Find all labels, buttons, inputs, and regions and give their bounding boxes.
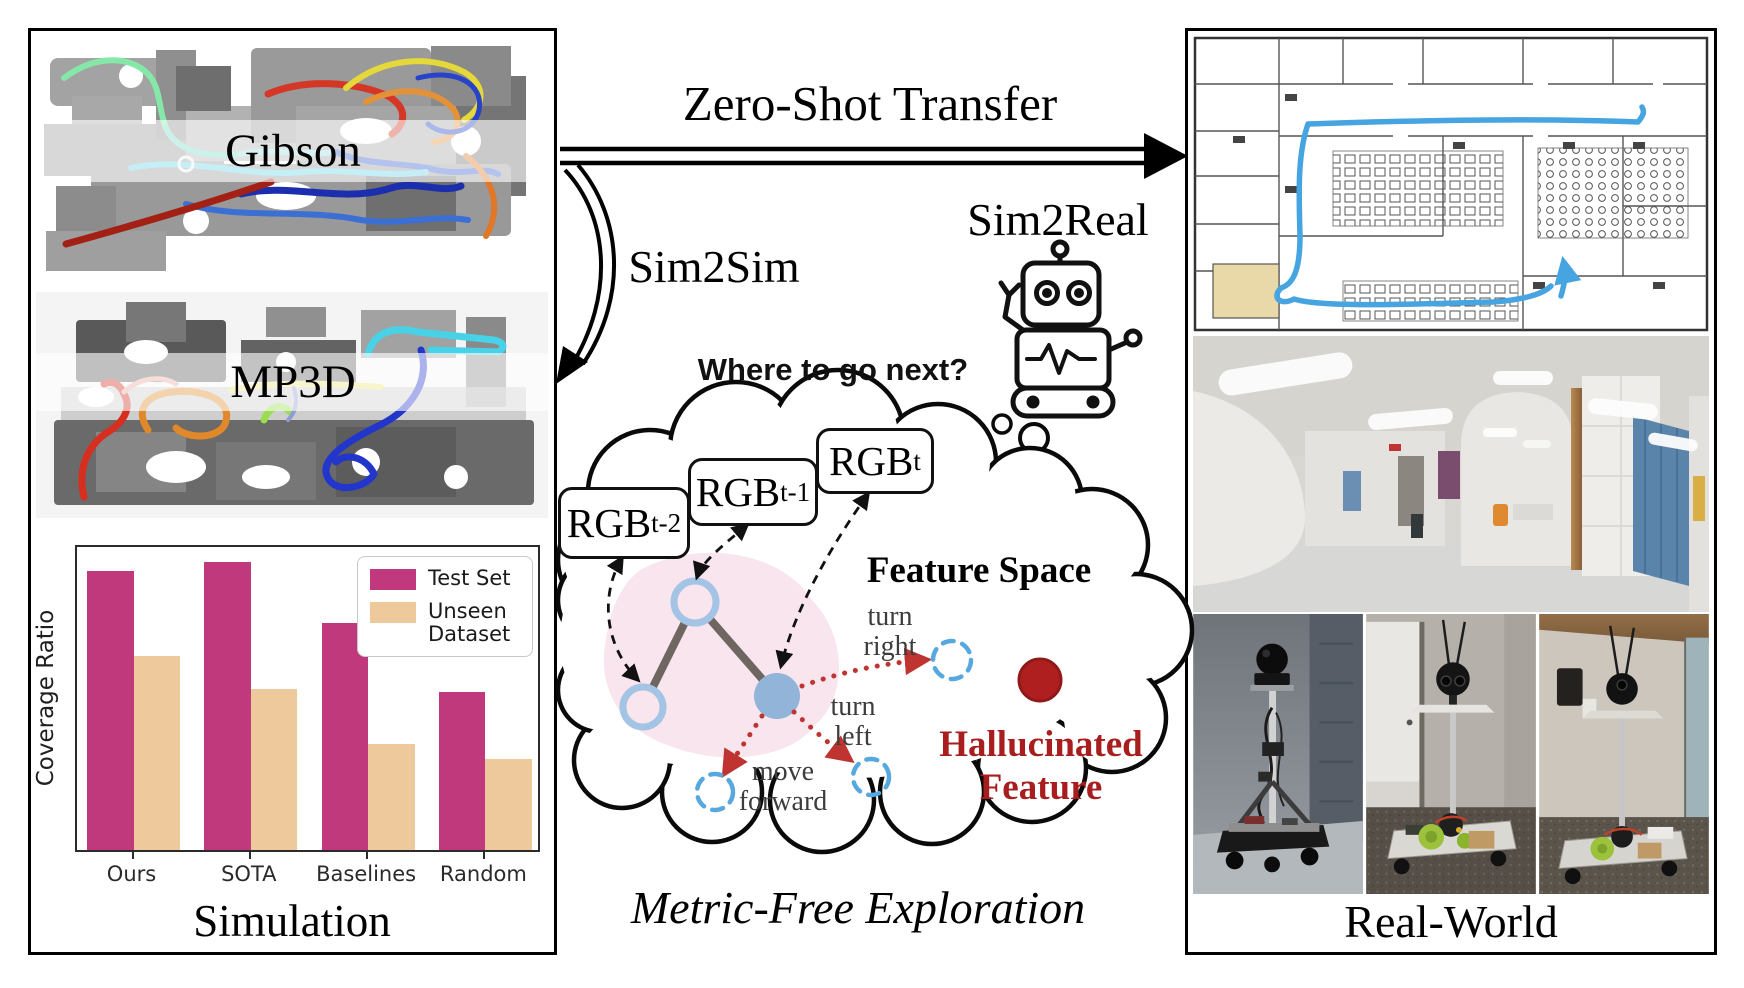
legend-row-unseen-dataset: Unseen Dataset [370,599,520,647]
robot-photo-1 [1193,614,1363,894]
action-line: turn [830,691,876,722]
gibson-label-band: Gibson [32,120,554,182]
graph-node-icon [619,683,667,731]
xtick-label-sota: SOTA [221,862,277,886]
legend-label: Test Set [428,566,511,590]
legend-label: Unseen Dataset [428,599,511,647]
xtick-label-ours: Ours [106,862,157,886]
panorama-photo [1193,336,1709,612]
mp3d-label: MP3D [230,356,356,408]
bar-baselines-unseen [368,743,415,850]
feature-space-label: Feature Space [866,550,1092,591]
legend-swatch [370,569,416,590]
rgb-box-label: RGB [566,500,652,546]
xtick-label-baselines: Baselines [316,862,417,886]
thought-bubbles-icon [991,413,1050,454]
hallucinated-feature-icon [1017,657,1063,703]
mp3d-label-band: MP3D [32,353,554,411]
hallucinated-line: Hallucinated [939,724,1143,765]
zero-shot-label: Zero-Shot Transfer [682,76,1058,131]
legend-row-test-set: Test Set [370,566,520,590]
question-label: Where to go next? [697,352,969,387]
floor-plan [1193,36,1709,332]
legend-swatch [370,602,416,624]
xtick-mark [366,852,369,859]
chart-xticklabels: Ours SOTA Baselines Random [75,852,540,892]
metric-free-caption: Metric-Free Exploration [630,882,1086,933]
bar-baselines-test [321,622,369,850]
chart-ylabel: Coverage Ratio [33,609,59,787]
action-line: turn [867,601,913,632]
rgb-box-label: RGB [829,438,914,484]
action-turn-right: turn right [830,601,950,663]
hallucinated-node-outline-icon [850,756,892,798]
robot-photo-3 [1539,614,1709,894]
bar-sota-unseen [250,689,298,850]
sim2sim-label: Sim2Sim [628,241,800,292]
xtick-mark [131,852,134,859]
sim2real-label: Sim2Real [967,194,1149,245]
robot-photo-2 [1366,614,1536,894]
hallucinated-line: Feature [979,766,1103,808]
action-move-forward: move forward [713,756,853,818]
xtick-label-random: Random [439,862,527,886]
bar-ours-unseen [133,656,180,850]
gibson-label: Gibson [225,125,361,177]
bar-random-unseen [485,759,532,850]
simulation-caption: Simulation [193,896,391,946]
robot-icon [998,239,1143,419]
action-line: left [834,721,872,753]
action-turn-left: turn left [793,691,913,753]
real-world-caption: Real-World [1344,896,1558,947]
hallucinated-feature-label: Hallucinated Feature [910,724,1172,809]
action-line: move [751,756,815,787]
bar-sota-test [204,562,251,850]
rgb-box-label: RGB [695,469,781,515]
zero-shot-arrow-icon [560,133,1188,179]
action-line: right [863,631,917,663]
graph-node-icon [670,577,720,627]
bar-random-test [438,692,486,850]
action-line: forward [738,786,828,818]
xtick-mark [483,852,486,859]
bar-ours-test [87,571,134,850]
xtick-mark [248,852,251,859]
